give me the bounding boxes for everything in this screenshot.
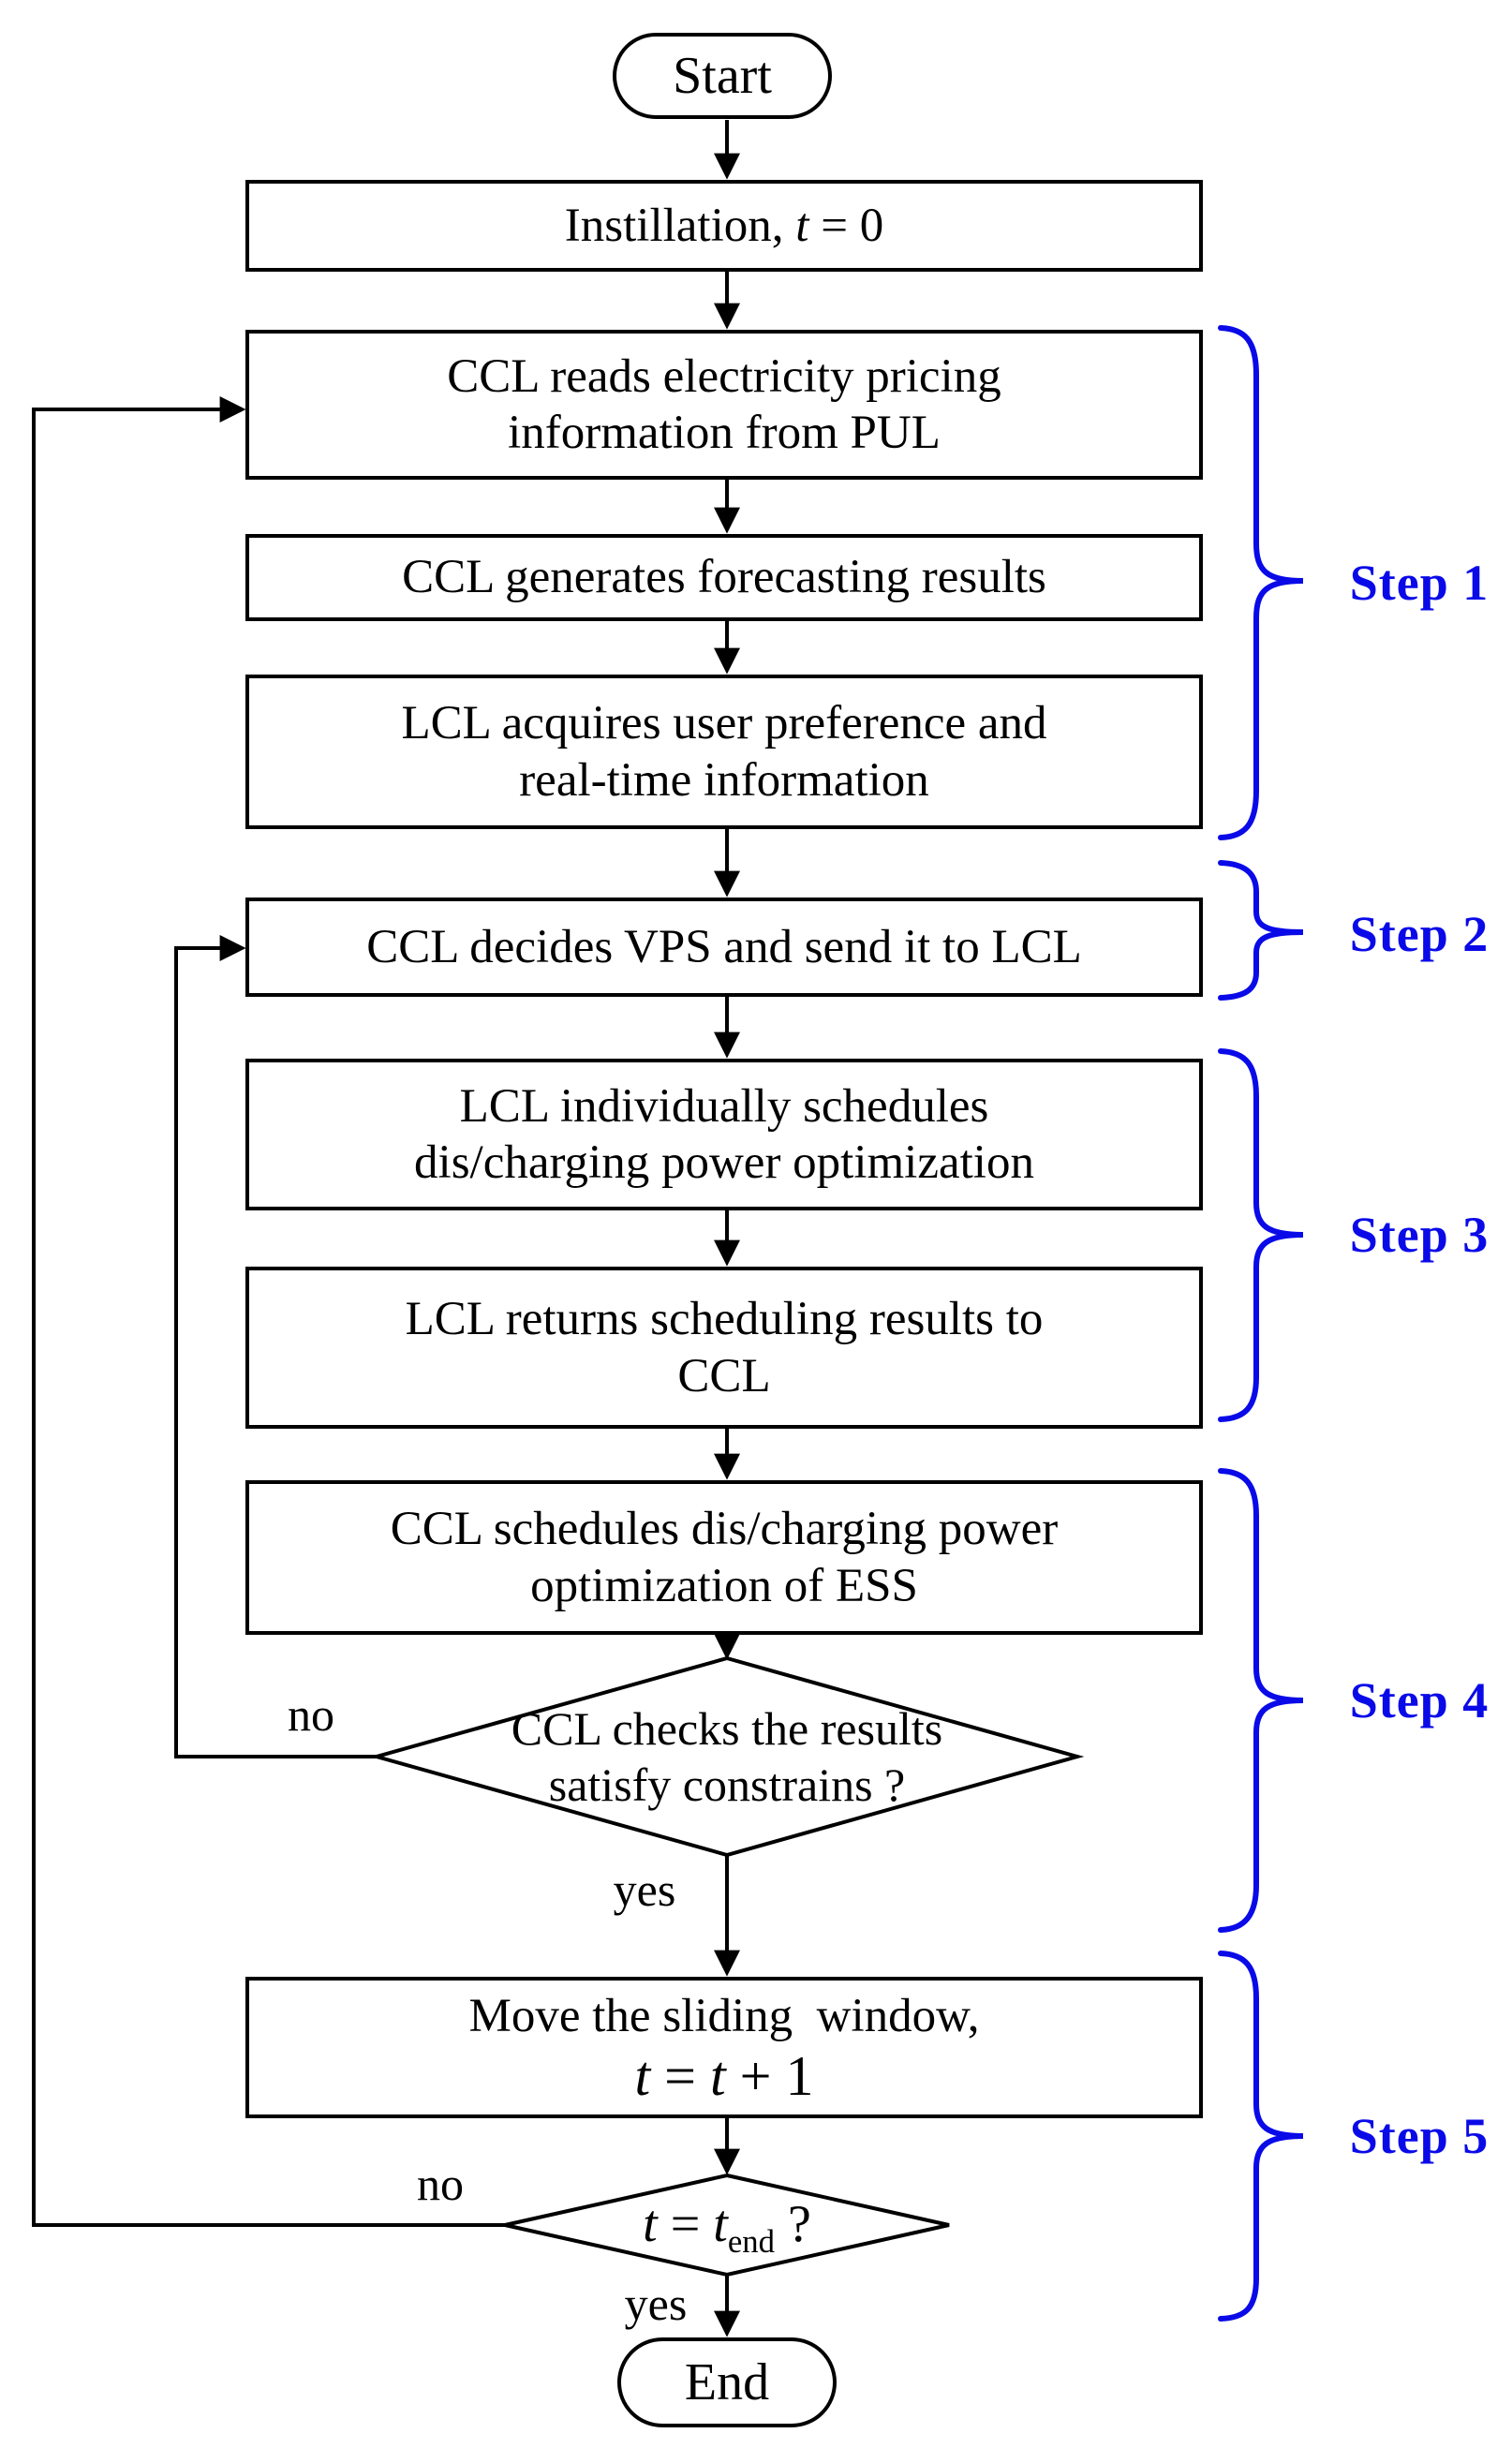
process-box-forecast: CCL generates forecasting results <box>245 534 1203 621</box>
move-t2: t <box>710 2044 726 2107</box>
schedule-lcl-line2: dis/charging power optimization <box>414 1136 1034 1189</box>
step-5-label: Step 5 <box>1349 2108 1490 2164</box>
move-eq: = <box>650 2044 710 2107</box>
edge-label-no-check: no <box>288 1688 334 1741</box>
edge-label-yes-tend: yes <box>624 2278 688 2330</box>
acquire-line1: LCL acquires user preference and <box>401 697 1047 750</box>
step-1-label: Step 1 <box>1349 555 1490 611</box>
decision-check-text: CCL checks the results satisfy constrain… <box>412 1691 1042 1822</box>
read-line2: information from PUL <box>508 407 941 459</box>
process-box-decide-vps: CCL decides VPS and send it to LCL <box>245 898 1203 997</box>
init-text-var-t: t <box>795 199 809 252</box>
check-line2: satisfy constrains ? <box>548 1758 906 1811</box>
forecast-line1: CCL generates forecasting results <box>402 551 1046 604</box>
loop-tend-no-to-read <box>32 396 505 2227</box>
init-text: Instillation, t = 0 <box>565 198 883 254</box>
process-box-read-pricing: CCL reads electricity pricing informatio… <box>245 330 1203 480</box>
move-window-line2: t = t + 1 <box>634 2045 813 2107</box>
brace-step-5 <box>1218 1951 1304 2322</box>
brace-step-3 <box>1218 1048 1304 1422</box>
process-box-move-window: Move the sliding window, t = t + 1 <box>245 1977 1203 2118</box>
process-box-acquire: LCL acquires user preference and real-ti… <box>245 675 1203 829</box>
tend-subscript: end <box>727 2223 775 2261</box>
move-tail: + 1 <box>725 2044 814 2107</box>
init-text-post: = 0 <box>808 199 884 252</box>
step-2-label: Step 2 <box>1349 906 1490 962</box>
tend-eq: = <box>657 2195 714 2254</box>
schedule-ess-line1: CCL schedules dis/charging power <box>390 1503 1059 1556</box>
move-window-line1: Move the sliding window, <box>468 1990 980 2043</box>
init-text-pre: Instillation, <box>564 199 796 252</box>
process-box-schedule-lcl: LCL individually schedules dis/charging … <box>245 1059 1203 1210</box>
decision-check-diamond <box>369 1655 1085 1858</box>
return-line1: LCL returns scheduling results to <box>405 1293 1044 1346</box>
decision-tend-text: t = tend ? <box>540 2190 914 2260</box>
start-terminal: Start <box>613 33 832 119</box>
return-line2: CCL <box>677 1349 771 1402</box>
process-box-schedule-ess: CCL schedules dis/charging power optimiz… <box>245 1480 1203 1635</box>
tend-t2: t <box>713 2195 728 2254</box>
start-label: Start <box>673 46 772 105</box>
move-t1: t <box>634 2044 651 2107</box>
brace-step-1 <box>1218 325 1304 840</box>
end-terminal: End <box>617 2337 837 2427</box>
decide-line1: CCL decides VPS and send it to LCL <box>366 920 1082 973</box>
process-box-return-results: LCL returns scheduling results to CCL <box>245 1267 1203 1429</box>
step-4-label: Step 4 <box>1349 1672 1490 1729</box>
loop-check-no-to-decide <box>174 935 377 1758</box>
decision-tend-diamond <box>504 2173 950 2278</box>
schedule-ess-line2: optimization of ESS <box>530 1559 918 1612</box>
end-label: End <box>684 2352 770 2411</box>
tend-expression: t = tend ? <box>643 2193 811 2258</box>
process-box-init: Instillation, t = 0 <box>245 180 1203 272</box>
acquire-line2: real-time information <box>519 753 929 807</box>
brace-step-4 <box>1218 1468 1304 1933</box>
edge-label-no-tend: no <box>417 2158 464 2210</box>
tend-question: ? <box>775 2195 811 2254</box>
edge-label-yes-check: yes <box>613 1863 676 1916</box>
step-3-label: Step 3 <box>1349 1207 1490 1263</box>
check-line1: CCL checks the results <box>511 1702 943 1755</box>
brace-step-2 <box>1218 860 1304 1001</box>
tend-t1: t <box>643 2195 658 2254</box>
schedule-lcl-line1: LCL individually schedules <box>459 1079 989 1133</box>
read-line1: CCL reads electricity pricing <box>447 349 1001 403</box>
